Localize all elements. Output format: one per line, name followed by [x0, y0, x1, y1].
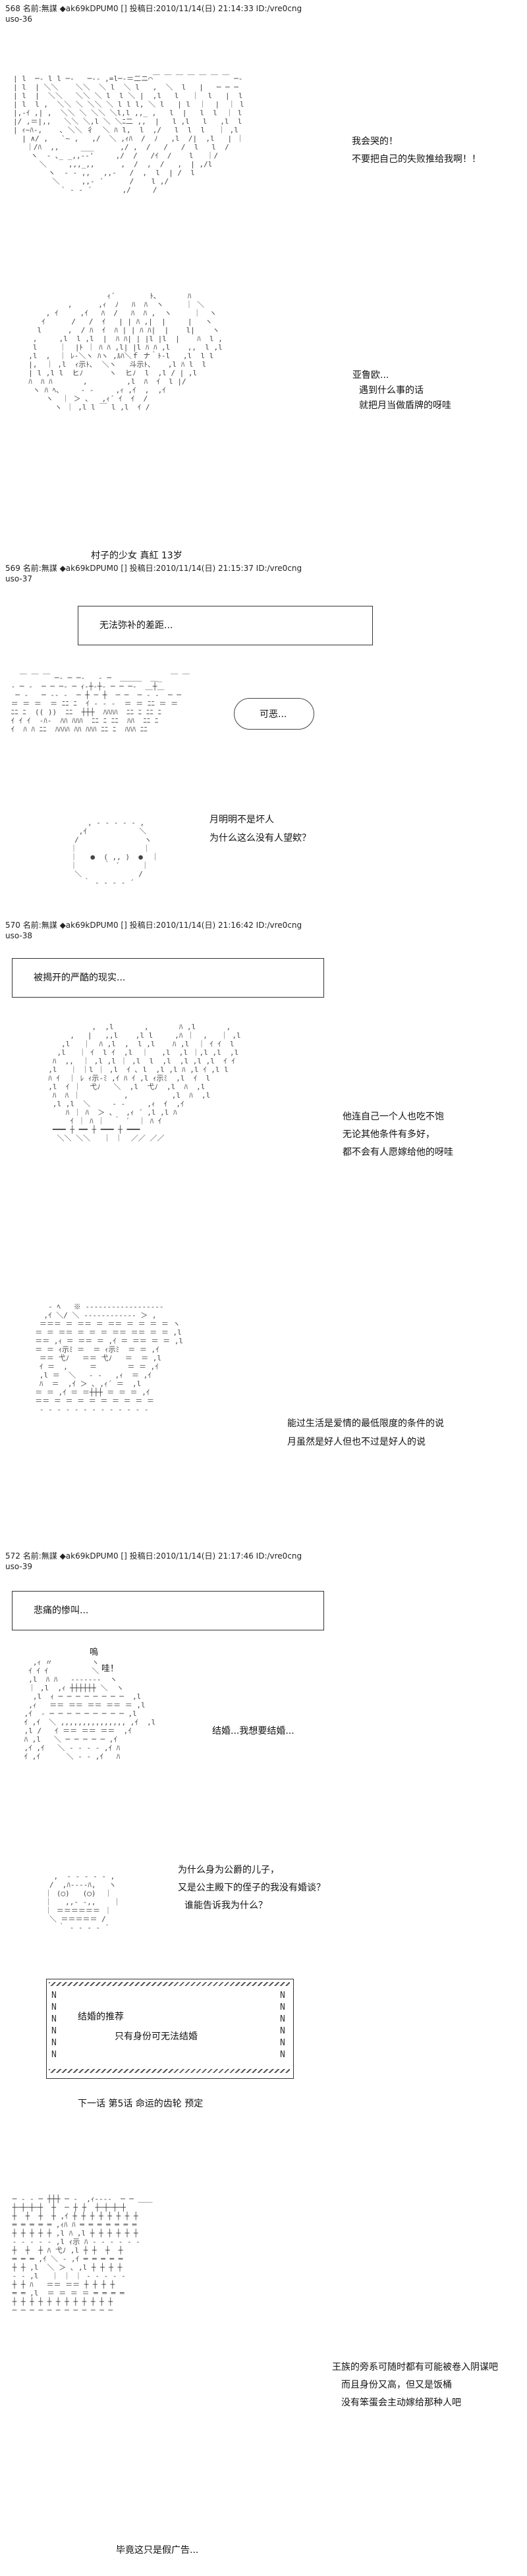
frame-top-hatch [49, 1982, 290, 1986]
wedding-subtitle: 只有身份可无法结婚 [115, 2031, 198, 2042]
speech-light-1: 他连自己一个人也吃不饱 [343, 1112, 444, 1122]
speech-yaranaio-1: 月明明不是坏人 [209, 815, 274, 825]
speech-marry: 结婚...我想要结婚... [212, 1726, 294, 1736]
speech-question-1: 为什么身为公爵的儿子， [178, 1865, 279, 1875]
narration-box-gap: 无法弥补的差距... [78, 606, 373, 645]
post-header-570: 570 名前:無謀 ◆ak69kDPUM0 [] 投稿日:2010/11/14(… [5, 921, 302, 930]
speech-question-2: 又是公主殿下的侄子的我没有婚谈？ [178, 1883, 325, 1893]
post-header-572: 572 名前:無謀 ◆ak69kDPUM0 [] 投稿日:2010/11/14(… [5, 1551, 302, 1561]
frame-bottom-hatch [49, 2069, 290, 2073]
speech-question-3: 谁能告诉我为什么？ [184, 1900, 267, 1911]
shout-wu: 嗚 [90, 1648, 99, 1657]
frame-right-n: N N N N N N [280, 1991, 285, 2060]
ascii-art-yaranaio-sobbing: ,ｨ 〃 ヽ ｲ ｲ ｲ ＼ ,l ﾊ ﾊ ‐‐‐‐‐‐‐ ヽ ｜ ,l ,ｨ … [24, 1658, 156, 1761]
speech-shinku-3: 就把月当做盾牌的呀哇 [359, 400, 451, 411]
post-sub-570: uso-38 [5, 931, 33, 940]
shout-wa: 哇！ [101, 1664, 119, 1674]
speech-cry-1: 我会哭的！ [352, 136, 398, 147]
speech-royal-3: 没有笨蛋会主动嫁给那种人吧 [341, 2398, 461, 2408]
bubble-text-damn: 可恶... [260, 709, 287, 720]
narration-box-reality: 被揭开的严酷的现实... [12, 958, 324, 998]
ascii-art-crowd: ￣ ￣ ￣ ─‐ ─ ─‐ ‐ ─ ＿＿＿ ＿_ ￣ ￣ ‐ ─ ‐ ─ ─ ─… [11, 674, 190, 734]
ascii-art-final-scene: ─ ‐ ‐ ─ ┼┼┼ ─ ‐ ,ｨ‐‐‐‐ ─ ─ ＿＿ ┼─┼─┼─┼ ┼ … [12, 2195, 153, 2315]
frame-left-n: N N N N N N [51, 1991, 57, 2060]
ascii-art-yaranaio-face: , ‐ ‐ ‐ ‐ ‐ , ,ｲ ＼ / ヽ ｜ ｜ ｜ ● ( ,, ) ● … [70, 818, 159, 887]
post-sub-572: uso-39 [5, 1562, 33, 1571]
caption-shinku: 村子的少女 真紅 13岁 [91, 550, 182, 561]
post-sub-569: uso-37 [5, 574, 33, 583]
speech-royal-1: 王族的旁系可随时都有可能被卷入阴谋吧 [332, 2362, 498, 2373]
speech-light-2: 无论其他条件有多好， [343, 1129, 435, 1140]
ascii-art-boy-crying: | l ─‐ l l ─- ─-‐ ,=l─-＝二ニ⌒￣ ￣ ￣ ￣ ￣ ￣ ￣… [13, 74, 244, 194]
speech-suigintou-1: 能过生活是爱情的最低限度的条件的说 [287, 1418, 444, 1429]
narration-box-scream: 悲痛的惨叫... [12, 1591, 324, 1630]
ascii-art-shinku: ｨ´ ﾄ､ ﾊ , ,ｨ ﾉ ﾊ ﾊ ヽ ｜ ＼ , ｲ ,ｲ ﾊ / ﾊ ﾊ … [28, 292, 223, 412]
ascii-art-suigintou: ‐ ﾍ ※ ‐‐‐‐‐‐‐‐‐‐‐‐‐‐‐‐‐‐ ,ｲ ＼/ ＼ ‐‐‐‐‐‐‐… [35, 1302, 183, 1414]
speech-shinku-2: 遇到什么事的话 [359, 385, 424, 396]
wedding-title: 结婚的推荐 [78, 2012, 124, 2022]
speech-cry-2: 不要把自己的失败推给我啊！！ [352, 154, 481, 165]
narration-text-scream: 悲痛的惨叫... [34, 1605, 89, 1616]
speech-yaranaio-2: 为什么这么没有人望欸？ [209, 833, 311, 844]
narration-text-gap: 无法弥补的差距... [99, 620, 173, 631]
speech-shinku-1: 亚鲁欧... [352, 370, 389, 381]
wedding-recommend-frame [46, 1979, 294, 2079]
post-header-569: 569 名前:無謀 ◆ak69kDPUM0 [] 投稿日:2010/11/14(… [5, 564, 302, 573]
final-caption: 毕竟这只是假广告... [116, 2545, 199, 2556]
speech-suigintou-2: 月虽然是好人但也不过是好人的说 [287, 1437, 426, 1447]
speech-bubble-damn: 可恶... [234, 698, 314, 730]
speech-light-3: 都不会有人愿嫁给他的呀哇 [343, 1147, 453, 1158]
post-sub-568: uso-36 [5, 14, 33, 24]
narration-text-reality: 被揭开的严酷的现实... [34, 973, 126, 983]
ascii-art-yaranaio-question: , ‐ ‐ ‐ ‐ ‐ , / ,ﾊ‐‐‐‐ﾊ, ヽ ｜ (◯) (◯) ｜ ｜… [45, 1872, 121, 1932]
speech-royal-2: 而且身份又高，但又是饭桶 [341, 2380, 452, 2390]
next-episode-preview: 下一话 第5话 命运的齿轮 预定 [78, 2099, 204, 2109]
ascii-art-light-yagami: , ,l , ﾊ ,l , , | ,,l ,l l ,ﾊ ｜ , ｜ ,l ,… [48, 1023, 241, 1142]
post-header-568: 568 名前:無謀 ◆ak69kDPUM0 [] 投稿日:2010/11/14(… [5, 4, 302, 13]
